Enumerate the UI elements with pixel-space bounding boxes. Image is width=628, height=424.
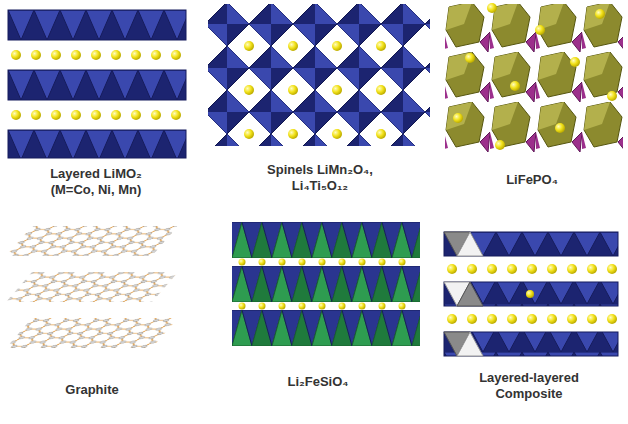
structure-caption: Li₂FeSiO₄ bbox=[243, 374, 393, 390]
composite-structure bbox=[444, 232, 618, 356]
structure-caption: Layered LiMO₂ (M=Co, Ni, Mn) bbox=[37, 166, 155, 198]
olivine-structure bbox=[445, 3, 623, 152]
graphite-structure bbox=[6, 226, 178, 348]
structure-caption: Layered-layered Composite bbox=[469, 370, 589, 402]
layered-structure bbox=[8, 10, 186, 158]
structure-caption: LiFePO₄ bbox=[457, 172, 607, 188]
spinel-structure bbox=[208, 4, 430, 146]
structure-caption: Graphite bbox=[17, 382, 167, 398]
silicate-structure bbox=[232, 222, 420, 346]
structure-caption: Spinels LiMn₂O₄, Li₄Ti₅O₁₂ bbox=[258, 162, 382, 194]
